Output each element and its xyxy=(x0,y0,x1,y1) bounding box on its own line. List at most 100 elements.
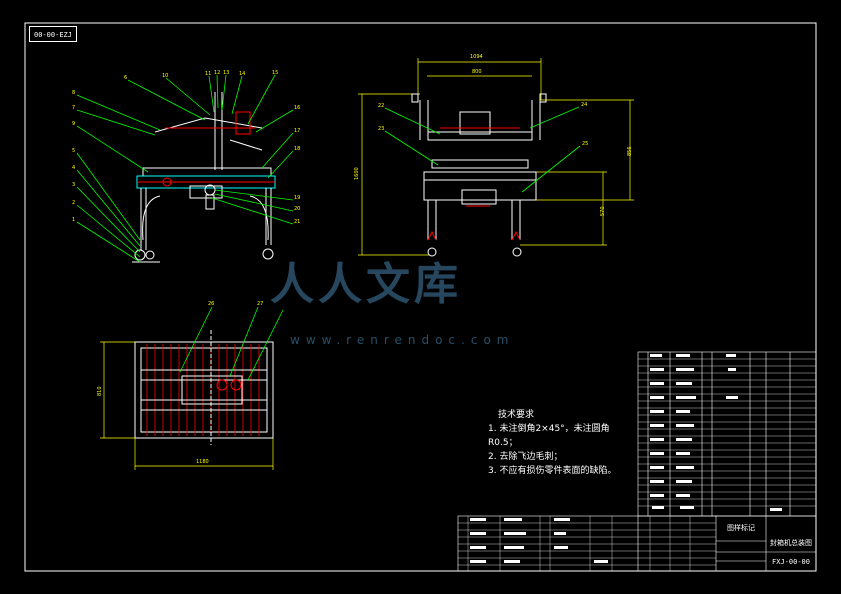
top-dim-depth-label: 810 xyxy=(97,386,103,396)
technical-note-3: 3. 不应有损伤零件表面的缺陷。 xyxy=(488,466,617,476)
balloon-3: 3 xyxy=(72,182,75,188)
balloon-14: 14 xyxy=(239,71,245,77)
left-caster-1 xyxy=(134,249,146,261)
leader-3 xyxy=(76,186,141,253)
top-motor-1 xyxy=(216,379,228,391)
cell-text xyxy=(650,452,664,455)
dim-top-width-label: 1094 xyxy=(470,54,483,60)
balloon-2: 2 xyxy=(72,200,75,206)
leader-22 xyxy=(384,107,441,135)
side-tab-r xyxy=(539,93,547,103)
technical-notes: 技术要求 1. 未注倒角2×45°，未注圆角 R0.5； 2. 去除飞边毛刺； … xyxy=(488,408,616,478)
leader-20 xyxy=(214,193,294,212)
leader-21 xyxy=(211,197,294,225)
cell-text xyxy=(650,438,664,441)
cell-text xyxy=(554,518,570,521)
title-block-outline xyxy=(457,515,817,572)
cell-text xyxy=(594,560,608,563)
left-small-box xyxy=(205,194,215,210)
cell-text xyxy=(650,396,664,399)
cell-text xyxy=(726,396,738,399)
side-caster-r xyxy=(511,230,521,241)
cell-text xyxy=(504,518,522,521)
leader-10 xyxy=(165,77,211,116)
balloon-1: 1 xyxy=(72,217,75,223)
title-mark: 图样标记 xyxy=(727,524,755,532)
balloon-11: 11 xyxy=(205,71,211,77)
technical-note-1: 1. 未注倒角2×45°，未注圆角 xyxy=(488,424,610,434)
balloon-9: 9 xyxy=(72,121,75,127)
cell-text xyxy=(650,494,664,497)
cell-text xyxy=(470,560,486,563)
leader-6 xyxy=(127,79,206,121)
leader-4 xyxy=(76,169,141,247)
balloon-27: 27 xyxy=(257,301,263,307)
title-block-cells xyxy=(470,506,782,563)
drawing-number: FXJ-00-00 xyxy=(772,558,810,566)
cell-text xyxy=(650,424,664,427)
leader-7 xyxy=(76,109,156,136)
cell-text xyxy=(650,466,664,469)
technical-note-2: 2. 去除飞边毛刺； xyxy=(488,452,563,462)
right-leg-curve xyxy=(249,195,269,241)
top-dim-width-label: 1180 xyxy=(196,459,209,465)
left-balloon-labels: 6 10 11 12 13 14 15 8 7 9 5 4 3 2 1 16 1… xyxy=(72,70,300,225)
drawing-code-box: 00-00-EZJ xyxy=(29,26,77,42)
leader-17 xyxy=(261,132,294,169)
leader-16 xyxy=(255,109,294,133)
left-leaders xyxy=(76,74,294,263)
cell-text xyxy=(650,354,662,357)
balloon-12: 12 xyxy=(214,70,220,76)
side-tab-l xyxy=(411,93,419,103)
left-table-top xyxy=(142,167,272,177)
leader-27 xyxy=(229,306,259,377)
balloon-20: 20 xyxy=(294,206,300,212)
side-middle-beam xyxy=(431,159,529,169)
side-caster-l xyxy=(427,230,437,241)
balloon-26: 26 xyxy=(208,301,214,307)
balloon-24: 24 xyxy=(581,102,587,108)
balloon-10: 10 xyxy=(162,73,168,79)
top-leaders xyxy=(179,306,284,381)
technical-notes-title: 技术要求 xyxy=(498,410,535,420)
left-caster-3 xyxy=(262,248,274,260)
side-upper-beam xyxy=(427,131,533,141)
watermark-url: www.renrendoc.com xyxy=(290,333,515,347)
title-block-rows xyxy=(458,516,716,571)
cell-text xyxy=(726,354,736,357)
balloon-15: 15 xyxy=(272,70,278,76)
leader-24 xyxy=(529,106,580,129)
technical-note-1b: R0.5； xyxy=(488,438,518,448)
side-elevation-view: 1094 800 1600 856 570 22 xyxy=(354,54,634,257)
top-inner-frame xyxy=(140,347,268,433)
title-block xyxy=(457,515,817,572)
side-wheel-r xyxy=(512,247,522,257)
balloon-4: 4 xyxy=(72,165,75,171)
balloon-19: 19 xyxy=(294,195,300,201)
leader-18 xyxy=(267,150,294,179)
left-table-roller-1 xyxy=(162,177,172,187)
leader-1 xyxy=(76,221,141,263)
cell-text xyxy=(650,410,664,413)
watermark-brand: 人人文库 xyxy=(270,259,462,310)
left-leg-curve xyxy=(142,195,161,241)
balloon-16: 16 xyxy=(294,105,300,111)
drawing-title: 封箱机总装图 xyxy=(770,539,812,547)
leader-26 xyxy=(179,306,213,373)
balloon-21: 21 xyxy=(294,219,300,225)
left-caster-2 xyxy=(145,250,155,260)
left-top-arm xyxy=(154,117,263,133)
leader-23 xyxy=(384,130,439,166)
cell-text xyxy=(676,424,694,427)
top-center-unit xyxy=(181,375,243,405)
top-belt-right xyxy=(140,399,268,411)
cell-text xyxy=(554,546,568,549)
top-motor-2 xyxy=(230,379,242,391)
parts-list-rows xyxy=(638,358,816,507)
parts-list-cells xyxy=(650,354,738,497)
leader-12 xyxy=(216,74,219,109)
cell-text xyxy=(676,410,690,413)
left-arm-support xyxy=(229,139,263,151)
side-leaders xyxy=(384,106,581,193)
